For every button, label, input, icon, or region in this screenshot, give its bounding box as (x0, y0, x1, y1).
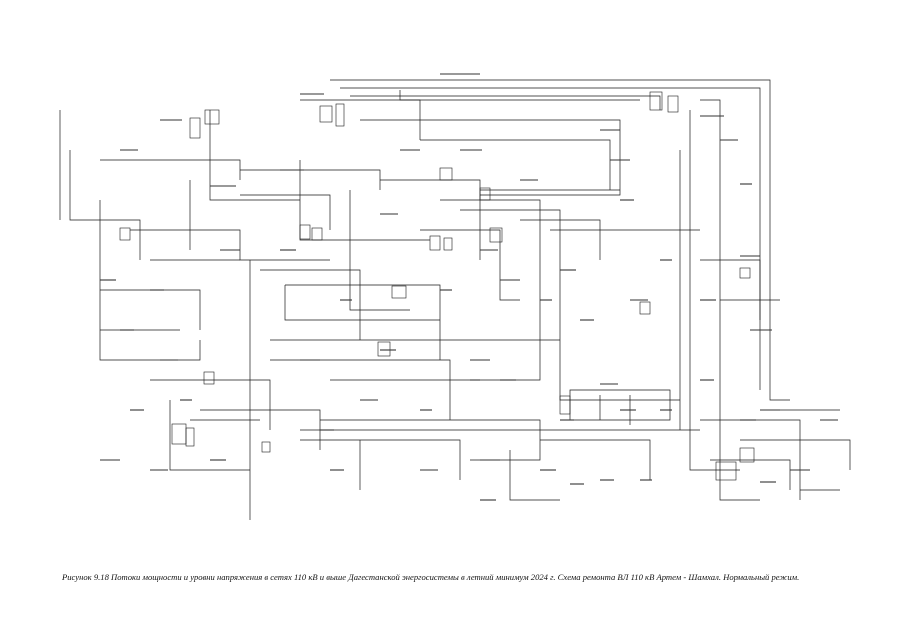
substation-block (739, 267, 751, 279)
substation-block (189, 117, 201, 139)
figure-caption: Рисунок 9.18 Потоки мощности и уровни на… (62, 572, 800, 582)
substation-block (559, 395, 571, 415)
transmission-line (540, 439, 651, 480)
transmission-line (399, 90, 640, 101)
substation-block (377, 341, 391, 357)
substation-block (311, 227, 323, 241)
substation-block (391, 285, 407, 299)
transmission-line (285, 284, 441, 360)
substation-block (203, 371, 215, 385)
transmission-line (340, 87, 761, 390)
transmission-line (689, 110, 740, 471)
transmission-line (209, 110, 300, 201)
transmission-line (100, 289, 201, 330)
substation-block (335, 103, 345, 127)
transmission-line (360, 119, 621, 196)
substation-block (185, 427, 195, 447)
substation-block (479, 187, 491, 201)
transmission-line (569, 389, 671, 421)
transmission-line (169, 400, 250, 471)
substation-block (299, 224, 311, 240)
substation-block (715, 461, 737, 481)
substation-block (261, 441, 271, 453)
transmission-line (740, 439, 851, 470)
transmission-line (100, 159, 241, 180)
substation-block (204, 109, 220, 125)
transmission-line (710, 459, 791, 490)
substation-block (429, 235, 441, 251)
substation-block (119, 227, 131, 241)
substation-block (439, 167, 453, 181)
transmission-line (130, 229, 330, 261)
network-schematic (59, 73, 851, 520)
transmission-line (349, 190, 410, 311)
transmission-line (520, 219, 601, 260)
transmission-line (350, 95, 661, 110)
transmission-line (150, 379, 271, 430)
transmission-line (420, 229, 520, 301)
transmission-line (380, 179, 481, 260)
transmission-line (270, 359, 451, 420)
transmission-line (460, 209, 680, 401)
substation-block (443, 237, 453, 251)
substation-block (649, 91, 663, 111)
transmission-line (700, 259, 761, 320)
substation-block (639, 301, 651, 315)
substation-block (171, 423, 187, 445)
substation-block (489, 227, 503, 243)
transmission-line (260, 269, 361, 340)
transmission-line (200, 409, 321, 450)
substation-block (739, 447, 755, 463)
transmission-line (240, 169, 381, 190)
transmission-line (240, 194, 331, 230)
transmission-line (69, 150, 141, 260)
transmission-line (299, 160, 430, 241)
substation-block (319, 105, 333, 123)
power-network-diagram (59, 73, 851, 520)
transmission-line (300, 439, 461, 480)
transmission-line (700, 419, 801, 500)
transmission-line (300, 99, 421, 140)
transmission-line (440, 199, 541, 381)
transmission-line (509, 450, 560, 501)
transmission-line (420, 139, 611, 190)
transmission-line (330, 79, 790, 401)
substation-block (667, 95, 679, 113)
transmission-line (284, 285, 440, 321)
